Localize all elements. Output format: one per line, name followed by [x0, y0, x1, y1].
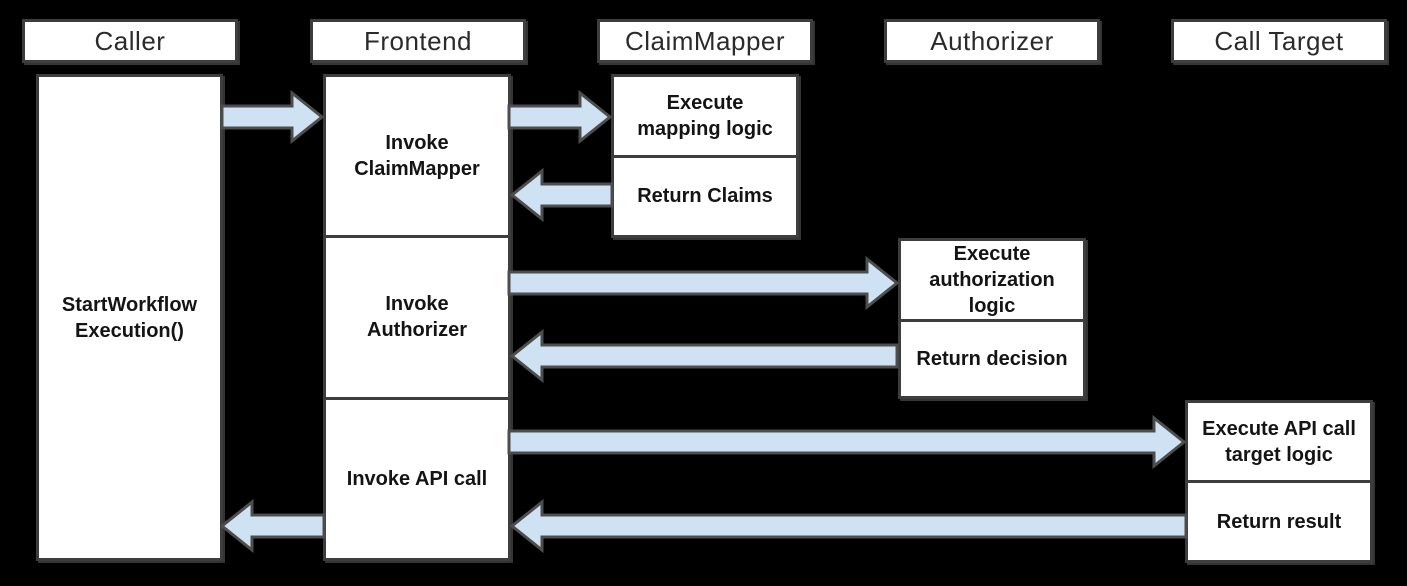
step-execute-api-call-target-logic: Execute API call target logic: [1188, 403, 1370, 480]
actor-label-calltarget: Call Target: [1214, 25, 1344, 56]
step-invoke-api-call: Invoke API call: [326, 396, 508, 558]
actor-label-claimmapper: ClaimMapper: [624, 25, 786, 56]
activation-frontend: Invoke ClaimMapper Invoke Authorizer Inv…: [323, 74, 511, 561]
step-invoke-authorizer: Invoke Authorizer: [326, 235, 508, 396]
step-label: Return Claims: [637, 185, 773, 208]
step-label: Invoke API call: [346, 467, 488, 490]
step-label: Invoke ClaimMapper: [354, 132, 480, 181]
actor-header-authorizer: Authorizer: [884, 19, 1100, 63]
step-invoke-claimmapper: Invoke ClaimMapper: [326, 77, 508, 235]
actor-label-authorizer: Authorizer: [930, 25, 1054, 56]
step-execute-authorization-logic: Execute authorization logic: [901, 241, 1083, 319]
arrow-claimmapper-to-frontend: [509, 167, 614, 223]
arrow-frontend-to-claimmapper: [507, 89, 613, 145]
step-execute-mapping-logic: Execute mapping logic: [614, 77, 796, 155]
arrow-frontend-to-caller: [219, 498, 326, 554]
arrow-authorizer-to-frontend: [509, 328, 899, 384]
step-label: Execute API call target logic: [1202, 417, 1356, 466]
actor-header-claimmapper: ClaimMapper: [597, 19, 813, 63]
arrow-frontend-to-calltarget: [507, 414, 1187, 470]
activation-calltarget: Execute API call target logic Return res…: [1185, 400, 1373, 563]
step-return-decision: Return decision: [901, 319, 1083, 396]
activation-claimmapper: Execute mapping logic Return Claims: [611, 74, 799, 238]
step-return-claims: Return Claims: [614, 154, 796, 236]
arrow-calltarget-to-frontend: [509, 498, 1188, 554]
step-label: Execute mapping logic: [637, 91, 773, 140]
actor-label-caller: Caller: [94, 25, 166, 56]
step-label: StartWorkflow Execution(): [61, 293, 198, 342]
actor-header-caller: Caller: [22, 19, 238, 63]
step-label: Return result: [1216, 510, 1342, 533]
activation-authorizer: Execute authorization logic Return decis…: [898, 238, 1086, 399]
arrow-frontend-to-authorizer: [507, 255, 900, 311]
step-label: Invoke Authorizer: [367, 293, 467, 342]
actor-header-calltarget: Call Target: [1171, 19, 1387, 63]
step-label: Return decision: [916, 348, 1068, 370]
step-start-workflow-execution: StartWorkflow Execution(): [39, 77, 220, 558]
actor-label-frontend: Frontend: [363, 25, 473, 56]
step-return-result: Return result: [1188, 480, 1370, 560]
actor-header-frontend: Frontend: [310, 19, 526, 63]
activation-caller: StartWorkflow Execution(): [36, 74, 223, 561]
arrow-caller-to-frontend: [220, 89, 325, 145]
step-label: Execute authorization logic: [929, 243, 1055, 317]
